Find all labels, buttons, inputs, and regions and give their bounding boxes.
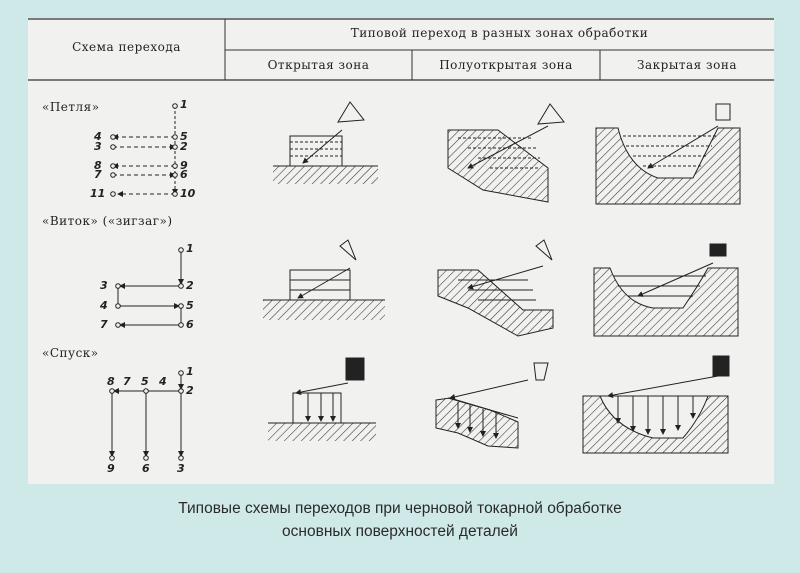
open-zone-zigzag — [263, 239, 385, 320]
loop-scheme — [110, 103, 178, 197]
scheme-number: 9 — [180, 159, 188, 172]
semi-open-zone-loop — [447, 103, 565, 203]
scheme-number: 5 — [141, 375, 149, 388]
scheme-number: 2 — [180, 140, 188, 153]
closed-zone-loop — [595, 103, 741, 205]
scheme-number: 3 — [100, 279, 108, 292]
scheme-number: 4 — [159, 375, 167, 388]
zigzag-scheme — [115, 247, 184, 328]
scheme-number: 4 — [94, 130, 102, 143]
header-closed-zone: Закрытая зона — [637, 58, 737, 72]
semi-open-zone-descent — [435, 362, 549, 449]
scheme-number: 1 — [180, 98, 188, 111]
header-typical-transition: Типовой переход в разных зонах обработки — [350, 26, 649, 40]
scheme-number: 6 — [180, 168, 188, 181]
caption-line-2: основных поверхностей деталей — [282, 523, 518, 540]
descent-scheme — [109, 370, 184, 461]
open-zone-loop — [273, 101, 378, 184]
scheme-number: 3 — [177, 462, 185, 475]
scheme-number: 5 — [186, 299, 194, 312]
figure-caption: Типовые схемы переходов при черновой ток… — [0, 497, 800, 543]
scheme-number: 4 — [100, 299, 108, 312]
scheme-number: 6 — [186, 318, 194, 331]
scheme-number: 7 — [100, 318, 108, 331]
closed-zone-descent — [582, 355, 730, 454]
scheme-number: 7 — [94, 168, 102, 181]
scheme-number: 1 — [186, 365, 194, 378]
scheme-number: 10 — [180, 187, 196, 200]
closed-zone-zigzag — [593, 243, 739, 337]
scheme-number: 2 — [186, 279, 194, 292]
scheme-number: 9 — [107, 462, 115, 475]
scheme-number: 5 — [180, 130, 188, 143]
open-zone-descent — [268, 357, 376, 441]
scheme-number: 6 — [142, 462, 150, 475]
scheme-number: 2 — [186, 384, 194, 397]
scheme-number: 7 — [123, 375, 131, 388]
row-label-zigzag: «Виток» («зигзаг») — [42, 214, 173, 228]
caption-line-1: Типовые схемы переходов при черновой ток… — [178, 500, 622, 517]
header-semi-open-zone: Полуоткрытая зона — [439, 58, 573, 72]
scheme-number: 8 — [107, 375, 115, 388]
table-grid — [28, 18, 774, 461]
header-open-zone: Открытая зона — [267, 58, 370, 72]
scheme-number: 3 — [94, 140, 102, 153]
row-label-descent: «Спуск» — [42, 346, 99, 360]
semi-open-zone-zigzag — [437, 239, 554, 337]
row-label-loop: «Петля» — [42, 100, 100, 114]
scheme-number: 1 — [186, 242, 194, 255]
figure-sheet: Схема перехода Типовой переход в разных … — [28, 18, 774, 484]
header-scheme: Схема перехода — [72, 40, 181, 54]
scheme-number: 8 — [94, 159, 102, 172]
scheme-number: 11 — [90, 187, 106, 200]
